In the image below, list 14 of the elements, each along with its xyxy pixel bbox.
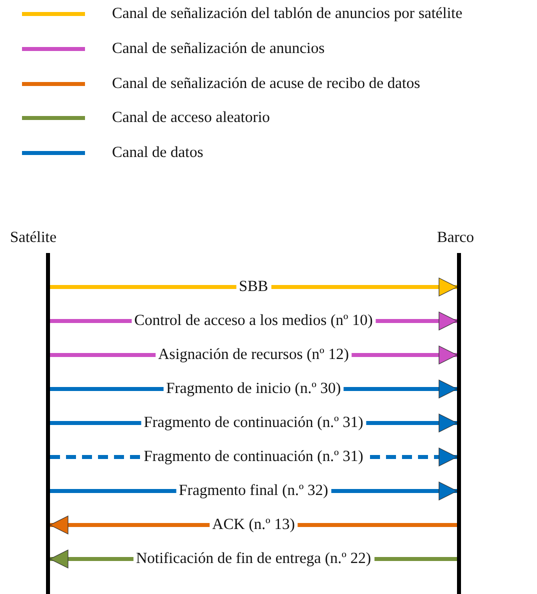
legend-text: Canal de señalización de acuse de recibo de datos <box>112 74 420 93</box>
lifeline-label: Barco <box>437 229 474 247</box>
edge-label: Fragmento de inicio (n.º 30) <box>163 380 344 398</box>
edge-label: Fragmento final (n.º 32) <box>176 482 332 500</box>
legend-text: Canal de acceso aleatorio <box>112 109 270 128</box>
edge-label: Control de acceso a los medios (nº 10) <box>131 312 376 330</box>
legend-text: Canal de señalización del tablón de anuncios por satélite <box>112 5 462 23</box>
legend-text: Canal de señalización de anuncios <box>112 40 325 58</box>
legend-text: Canal de datos <box>112 144 204 162</box>
edge-label: Asignación de recursos (nº 12) <box>155 346 352 364</box>
edge-label: ACK (n.º 13) <box>209 516 298 534</box>
lifeline-label: Satélite <box>10 229 56 247</box>
edge-label: Notificación de fin de entrega (n.º 22) <box>132 550 374 568</box>
edge-label: Fragmento de continuación (n.º 31) <box>140 414 366 432</box>
